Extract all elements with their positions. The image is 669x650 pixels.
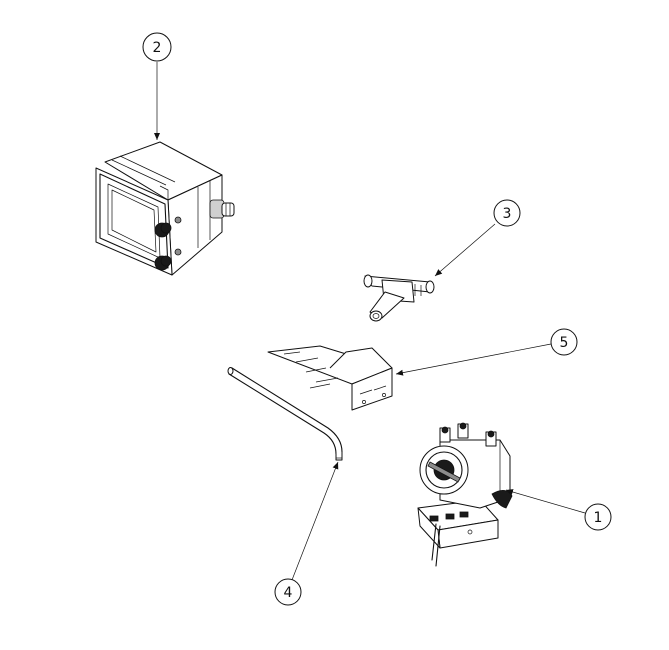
part-5-mounting-bracket: [267, 345, 393, 411]
callout-3: 3: [434, 199, 521, 277]
callout-label-4: 4: [284, 585, 293, 601]
part-4-tube: [227, 367, 343, 461]
callout-1: 1: [505, 489, 612, 531]
part-2-control-box: [95, 141, 235, 276]
callout-label-5: 5: [560, 335, 569, 351]
callout-2: 2: [142, 32, 172, 140]
callout-4: 4: [274, 461, 339, 606]
callout-5: 5: [395, 328, 578, 376]
part-1-pump-motor: [417, 422, 513, 567]
callout-label-1: 1: [594, 510, 603, 526]
callout-label-2: 2: [153, 40, 162, 56]
part-3-tee-fitting: [363, 274, 435, 322]
callout-label-3: 3: [503, 206, 512, 222]
